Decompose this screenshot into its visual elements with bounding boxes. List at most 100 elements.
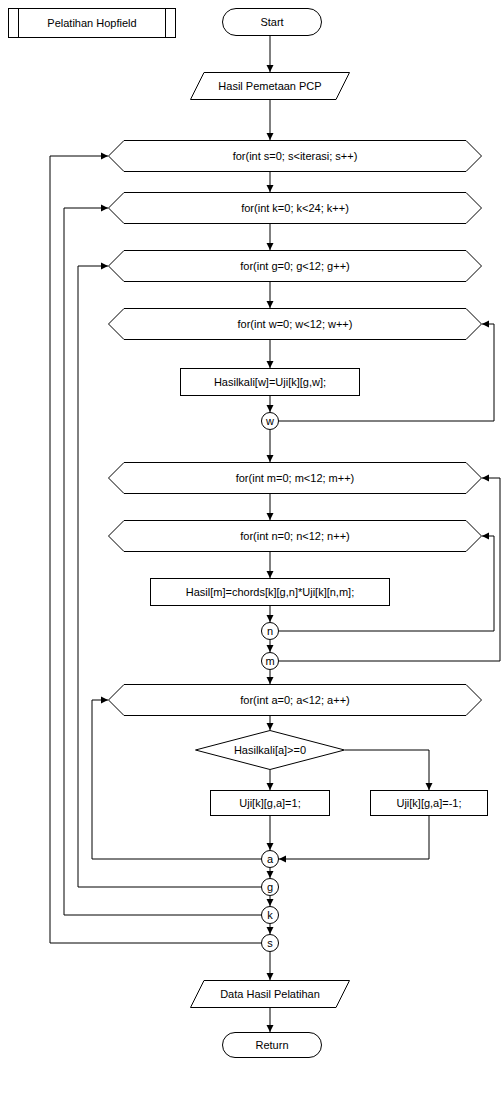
loop-box: for(int k=0; k<24; k++) [108,192,482,224]
arrowhead [267,571,274,578]
node-text: for(int m=0; m<12; m++) [236,472,355,485]
outline [223,1033,322,1058]
flow-arrow [267,430,274,462]
subroutine-label: Pelatihan Hopfield [8,8,176,38]
flow-arrow [267,640,274,652]
node-text: for(int a=0; a<12; a++) [240,694,349,707]
outline [196,731,345,770]
node-text: s [267,937,273,950]
flow-arrow [267,1008,274,1032]
arrowhead [267,1025,274,1032]
loop-box: for(int s=0; s<iterasi; s++) [108,140,482,172]
outline [262,623,279,640]
loop-connector: g [261,878,279,896]
flow-arrow [267,494,274,520]
flow-arrow [267,282,274,308]
arrowhead [482,321,489,328]
outline [109,685,482,716]
arrowhead [267,871,274,878]
arrowhead [267,843,274,850]
outline [191,73,350,100]
node-text: for(int s=0; s<iterasi; s++) [233,150,358,163]
arrowhead [267,455,274,462]
connector-line [279,478,500,661]
node-text: for(int w=0; w<12; w++) [238,318,353,331]
process-box: Hasilkali[w]=Uji[k][g,w]; [180,368,360,396]
arrowhead [267,783,274,790]
node-text: a [267,853,273,866]
flow-arrow [345,750,433,790]
connector-line [279,816,429,859]
flow-arrow [279,816,429,863]
loop-box: for(int g=0; g<12; g++) [108,250,482,282]
flow-arrow [267,396,274,412]
loop-box: for(int m=0; m<12; m++) [108,462,482,494]
outline [109,251,482,282]
process-box: Uji[k][g,a]=-1; [370,790,488,816]
arrowhead [267,185,274,192]
arrowhead [267,973,274,980]
arrowhead [101,153,108,160]
side-bar [18,9,19,38]
arrowhead [101,697,108,704]
process-box: Hasil[m]=chords[k][g,n]*Uji[k][n,m]; [150,578,390,606]
terminator: Return [222,1032,322,1058]
node-text: for(int g=0; g<12; g++) [240,260,349,273]
outline [223,9,322,36]
flow-arrow [267,36,274,72]
node-text: Hasil[m]=chords[k][g,n]*Uji[k][n,m]; [186,586,354,599]
node-text: Hasilkali[a]>=0 [234,744,306,757]
arrowhead [267,133,274,140]
loop-connector: n [261,622,279,640]
outline [9,9,176,38]
outline [109,193,482,224]
flow-arrow [267,606,274,622]
arrowhead [267,361,274,368]
node-text: for(int n=0; n<12; n++) [240,530,349,543]
arrowhead [267,301,274,308]
loop-box: for(int w=0; w<12; w++) [108,308,482,340]
connector-line [345,750,429,790]
input-output: Hasil Pemetaan PCP [190,72,350,100]
node-text: Hasil Pemetaan PCP [218,80,321,93]
outline [109,463,482,494]
outline [262,907,279,924]
input-output: Data Hasil Pelatihan [190,980,350,1008]
arrowhead [426,783,433,790]
flow-arrow [267,868,274,878]
flow-arrow [267,716,274,730]
connector-line [92,700,261,859]
arrowhead [279,856,286,863]
arrowhead [267,513,274,520]
outline [181,369,360,396]
flow-arrow [267,952,274,980]
outline [262,879,279,896]
loop-connector: a [261,850,279,868]
node-text: Data Hasil Pelatihan [220,988,320,1001]
arrowhead [267,677,274,684]
node-text: Start [260,16,283,29]
process-box: Uji[k][g,a]=1; [210,790,330,816]
outline [109,521,482,552]
node-text: k [267,909,273,922]
arrowhead [482,533,489,540]
loop-connector: s [261,934,279,952]
outline [151,579,390,606]
node-text: m [265,655,274,668]
side-bar [165,9,166,38]
node-text: Uji[k][g,a]=1; [239,797,300,810]
outline [191,981,350,1008]
flow-arrow [267,896,274,906]
node-text: Uji[k][g,a]=-1; [396,797,461,810]
loop-connector: k [261,906,279,924]
arrowhead [267,405,274,412]
outline [262,935,279,952]
arrowhead [267,615,274,622]
flow-arrow [279,475,500,662]
node-text: for(int k=0; k<24; k++) [241,202,349,215]
flow-arrow [267,100,274,140]
node-text: Return [255,1039,288,1052]
loop-connector: m [261,652,279,670]
node-text: n [267,625,273,638]
